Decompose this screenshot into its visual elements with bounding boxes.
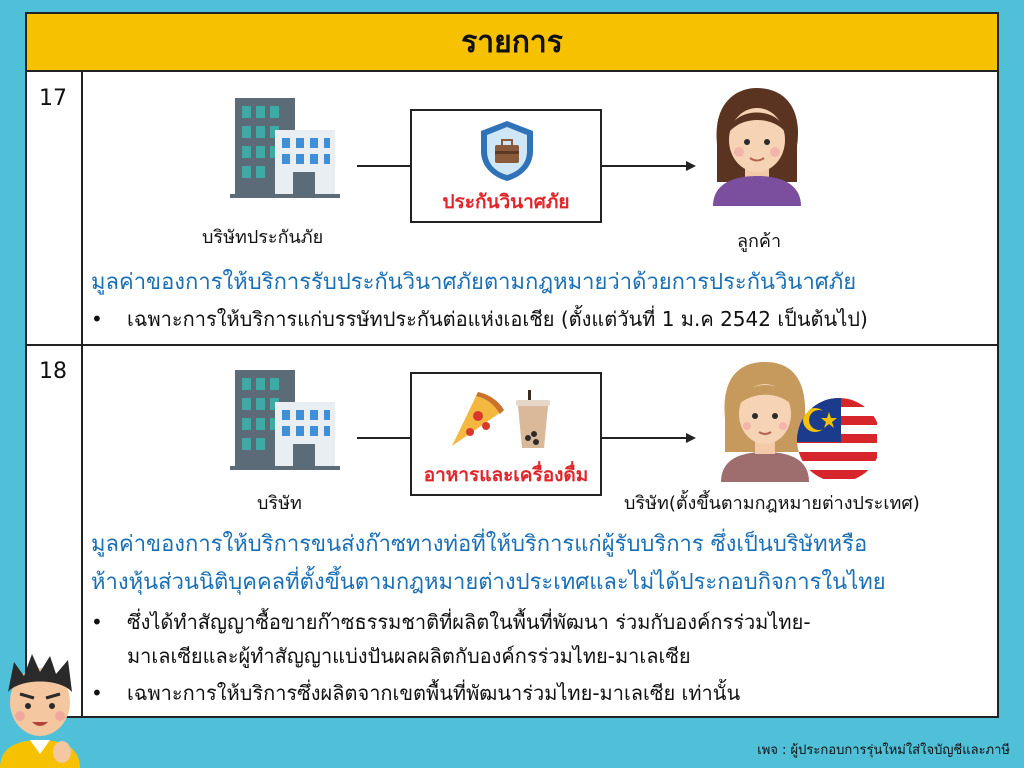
office-building-icon: [230, 98, 340, 198]
foreign-person-malaysia-flag-icon: [717, 352, 877, 482]
insurance-shield-icon: [477, 119, 537, 183]
bullet-dot: •: [91, 307, 103, 331]
row18-bullet-1-line-1: ซึ่งได้ทำสัญญาซื้อขายก๊าซธรรมชาติที่ผลิต…: [127, 610, 811, 634]
row18-bullet-1: • ซึ่งได้ทำสัญญาซื้อขายก๊าซธรรมชาติที่ผลิ…: [91, 606, 811, 638]
insurance-company-label: บริษัทประกันภัย: [202, 227, 324, 248]
row18-description-line-2: ห้างหุ้นส่วนนิติบุคคลที่ตั้งขึ้นตามกฎหมา…: [91, 570, 886, 595]
row-number-17: 17: [39, 86, 67, 111]
arrow-17b: [602, 161, 696, 171]
service-box-17: ประกันวินาศภัย: [410, 109, 602, 223]
row17-bullet-text: เฉพาะการให้บริการแก่บรรษัทประกันต่อแห่งเ…: [127, 307, 868, 331]
foreign-company-label: บริษัท(ตั้งขึ้นตามกฎหมายต่างประเทศ): [624, 493, 920, 514]
arrow-line-17a: [357, 165, 417, 167]
page-footer: เพจ : ผู้ประกอบการรุ่นใหม่ใส่ใจบัญชีและภ…: [757, 743, 1010, 758]
service-box-18: อาหารและเครื่องดื่ม: [410, 372, 602, 496]
row18-bullet-1-continuation: มาเลเซียและผู้ทำสัญญาแบ่งปันผลผลิตกับองค…: [127, 640, 691, 672]
row18-bullet-2: • เฉพาะการให้บริการซึ่งผลิตจากเขตพื้นที่พ…: [91, 677, 740, 709]
woman-avatar-icon: [705, 84, 809, 206]
column-divider-17: [81, 72, 83, 344]
row-number-18: 18: [39, 359, 67, 384]
company-label: บริษัท: [257, 493, 302, 514]
customer-label: ลูกค้า: [737, 231, 782, 252]
office-building-icon: [230, 370, 340, 470]
insurance-service-label: ประกันวินาศภัย: [442, 191, 570, 213]
food-service-label: อาหารและเครื่องดื่ม: [423, 464, 589, 486]
row18-description-line-1: มูลค่าของการให้บริการขนส่งก๊าซทางท่อที่ใ…: [91, 532, 868, 557]
row18-bullet-2-text: เฉพาะการให้บริการซึ่งผลิตจากเขตพื้นที่พั…: [127, 681, 741, 705]
bullet-dot: •: [91, 681, 103, 705]
arrow-18b: [602, 433, 696, 443]
row18-bullet-1-line-2: มาเลเซียและผู้ทำสัญญาแบ่งปันผลผลิตกับองค…: [127, 644, 691, 668]
bullet-dot: •: [91, 610, 103, 634]
row17-bullet: • เฉพาะการให้บริการแก่บรรษัทประกันต่อแห่ง…: [91, 303, 868, 335]
row17-description: มูลค่าของการให้บริการรับประกันวินาศภัยตา…: [91, 270, 857, 295]
content-sheet: รายการ 17 บริษัทประกันภัย: [25, 12, 999, 718]
header-title: รายการ: [461, 24, 563, 60]
cartoon-boy-mascot: [0, 652, 80, 768]
table-header: รายการ: [27, 14, 997, 72]
row-divider: [27, 344, 997, 346]
pizza-drink-icon: [448, 386, 568, 450]
arrow-line-18a: [357, 437, 417, 439]
column-divider-18: [81, 346, 83, 718]
